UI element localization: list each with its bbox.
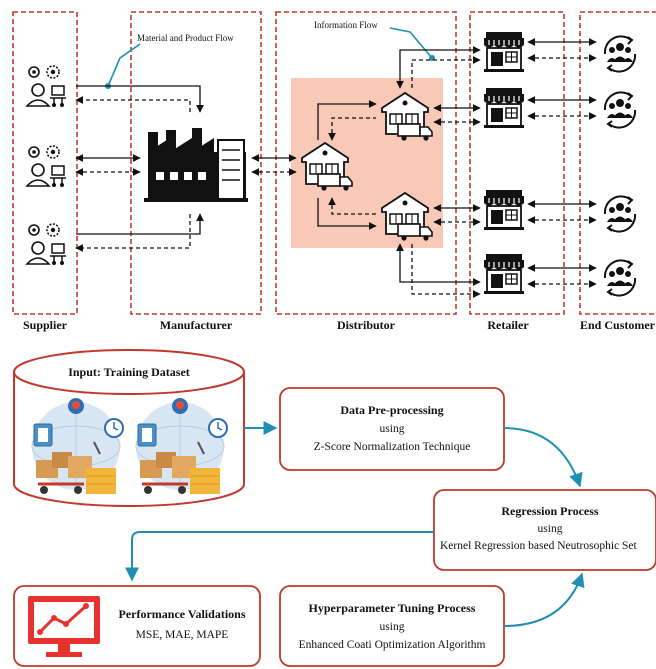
column-label-manufacturer: Manufacturer	[160, 318, 233, 332]
supplier-icon-1	[26, 65, 67, 108]
distributor-column	[275, 11, 457, 315]
tuning-title: Hyperparameter Tuning Process	[309, 601, 476, 615]
regression-title: Regression Process	[501, 504, 599, 518]
column-label-retailer: Retailer	[487, 318, 529, 332]
supplier-icon-3	[26, 223, 67, 266]
store-icon-2	[483, 87, 525, 129]
monitor-chart-icon	[28, 596, 100, 657]
customer-icon-3	[603, 195, 637, 233]
material-flow-label: Material and Product Flow	[137, 33, 234, 43]
column-label-distributor: Distributor	[337, 318, 396, 332]
information-flow-label: Information Flow	[314, 20, 378, 30]
customer-icon-4	[603, 259, 637, 297]
pipeline-arrows	[125, 421, 585, 627]
supplier-column	[12, 11, 78, 315]
store-icon-4	[483, 253, 525, 295]
flow-arrows	[75, 38, 597, 298]
store-icon-3	[483, 189, 525, 231]
material-flow-pointer	[107, 43, 141, 87]
customer-icon-1	[603, 35, 637, 73]
regression-method: Kernel Regression based Neutrosophic Set	[440, 540, 638, 552]
store-icon-1	[483, 31, 525, 73]
tuning-method: Enhanced Coati Optimization Algorithm	[299, 639, 486, 651]
customer-icon-2	[603, 91, 637, 129]
end-customer-column	[579, 11, 656, 315]
factory-icon	[144, 128, 248, 202]
regression-using: using	[538, 523, 563, 535]
validation-title: Performance Validations	[119, 607, 246, 621]
preprocessing-method: Z-Score Normalization Technique	[314, 441, 471, 453]
preprocessing-using: using	[380, 423, 405, 435]
dataset-title: Input: Training Dataset	[68, 365, 190, 379]
manufacturer-column	[130, 11, 262, 315]
supplier-icon-2	[26, 145, 67, 188]
retailer-column	[469, 11, 565, 315]
information-flow-pointer	[389, 27, 433, 59]
column-label-end-customer: End Customer	[580, 318, 656, 332]
regression-box	[433, 489, 656, 571]
preprocessing-title: Data Pre-processing	[340, 403, 443, 417]
column-label-supplier: Supplier	[23, 318, 68, 332]
tuning-using: using	[380, 621, 405, 633]
validation-metrics: MSE, MAE, MAPE	[136, 629, 229, 641]
